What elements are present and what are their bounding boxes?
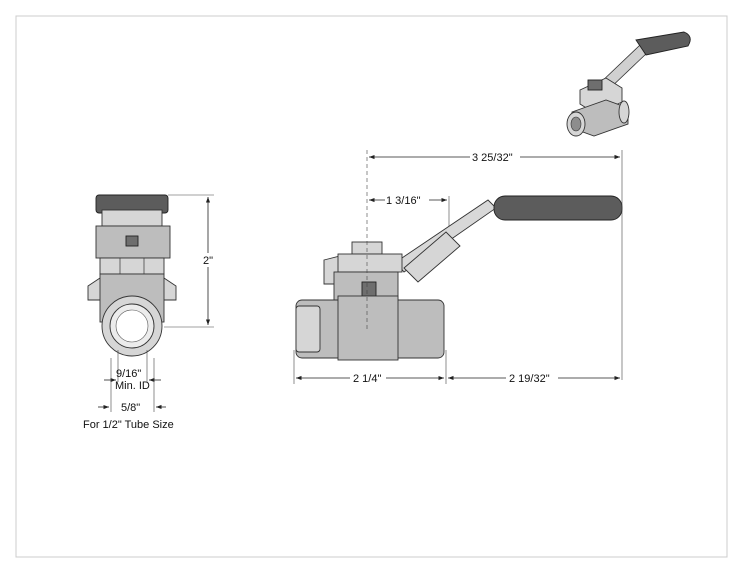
overall-length-label: 3 25/32" xyxy=(472,152,513,164)
od-value: 5/8" xyxy=(121,402,140,414)
isometric-valve-view xyxy=(566,31,691,137)
stem-offset-dimension xyxy=(369,193,450,226)
overall-length-dimension xyxy=(366,150,623,380)
min-id-dimension xyxy=(104,350,161,383)
min-id-value: 9/16" xyxy=(116,368,141,380)
stem-offset-label: 1 3/16" xyxy=(386,195,421,207)
tube-size-note: For 1/2" Tube Size xyxy=(83,419,174,431)
height-dimension xyxy=(164,194,217,328)
min-id-label: Min. ID xyxy=(115,380,150,392)
end-view-valve xyxy=(87,194,177,357)
body-right-label: 2 19/32" xyxy=(509,373,550,385)
body-left-label: 2 1/4" xyxy=(353,373,381,385)
drawing-border xyxy=(15,15,728,558)
od-dimension xyxy=(98,358,166,412)
body-length-dimensions xyxy=(293,350,620,385)
height-dim-label: 2" xyxy=(203,255,213,267)
side-view-valve xyxy=(295,195,623,361)
